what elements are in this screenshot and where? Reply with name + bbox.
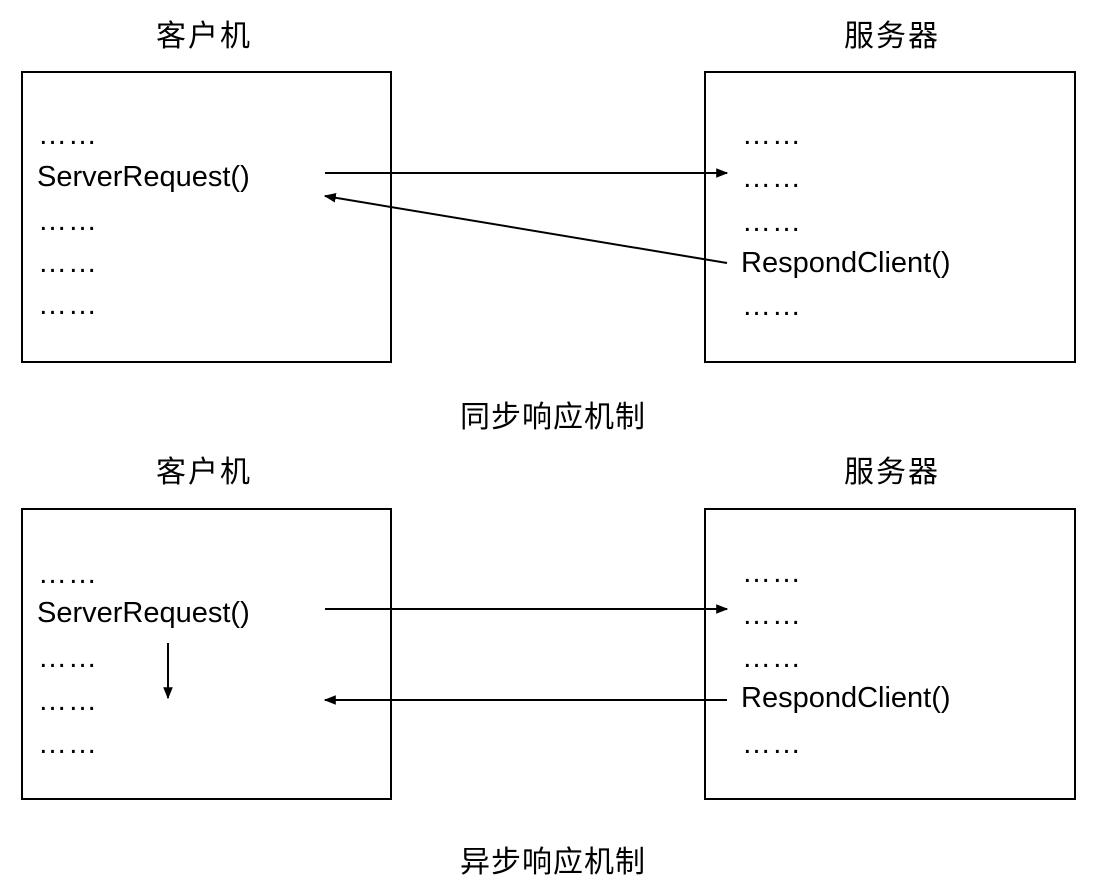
sync-client-heading: 客户机: [156, 19, 252, 54]
async-server-box: [704, 508, 1076, 800]
async-client-line: ……: [38, 642, 98, 674]
sync-client-line: ……: [38, 205, 98, 237]
async-client-heading: 客户机: [156, 455, 252, 490]
sync-server-line: ……: [742, 206, 802, 238]
sync-server-box: [704, 71, 1076, 363]
sync-server-line: ……: [742, 119, 802, 151]
sync-server-heading: 服务器: [844, 19, 940, 54]
sync-client-line: ……: [38, 247, 98, 279]
async-server-heading: 服务器: [844, 455, 940, 490]
sync-client-line: ……: [38, 289, 98, 321]
async-server-line: ……: [742, 557, 802, 589]
sync-server-line: ……: [742, 162, 802, 194]
async-server-line: ……: [742, 728, 802, 760]
async-server-line: ……: [742, 599, 802, 631]
async-client-line: ……: [38, 685, 98, 717]
sync-server-line: ……: [742, 290, 802, 322]
sync-server-line: RespondClient(): [741, 247, 951, 279]
async-client-box: [21, 508, 392, 800]
sync-caption: 同步响应机制: [460, 400, 646, 435]
async-client-line: ……: [38, 728, 98, 760]
async-server-line: RespondClient(): [741, 682, 951, 714]
sync-client-line: ServerRequest(): [37, 161, 250, 193]
sync-client-line: ……: [38, 119, 98, 151]
async-client-line: ServerRequest(): [37, 597, 250, 629]
async-server-line: ……: [742, 642, 802, 674]
async-client-line: ……: [38, 558, 98, 590]
async-caption: 异步响应机制: [460, 845, 646, 880]
